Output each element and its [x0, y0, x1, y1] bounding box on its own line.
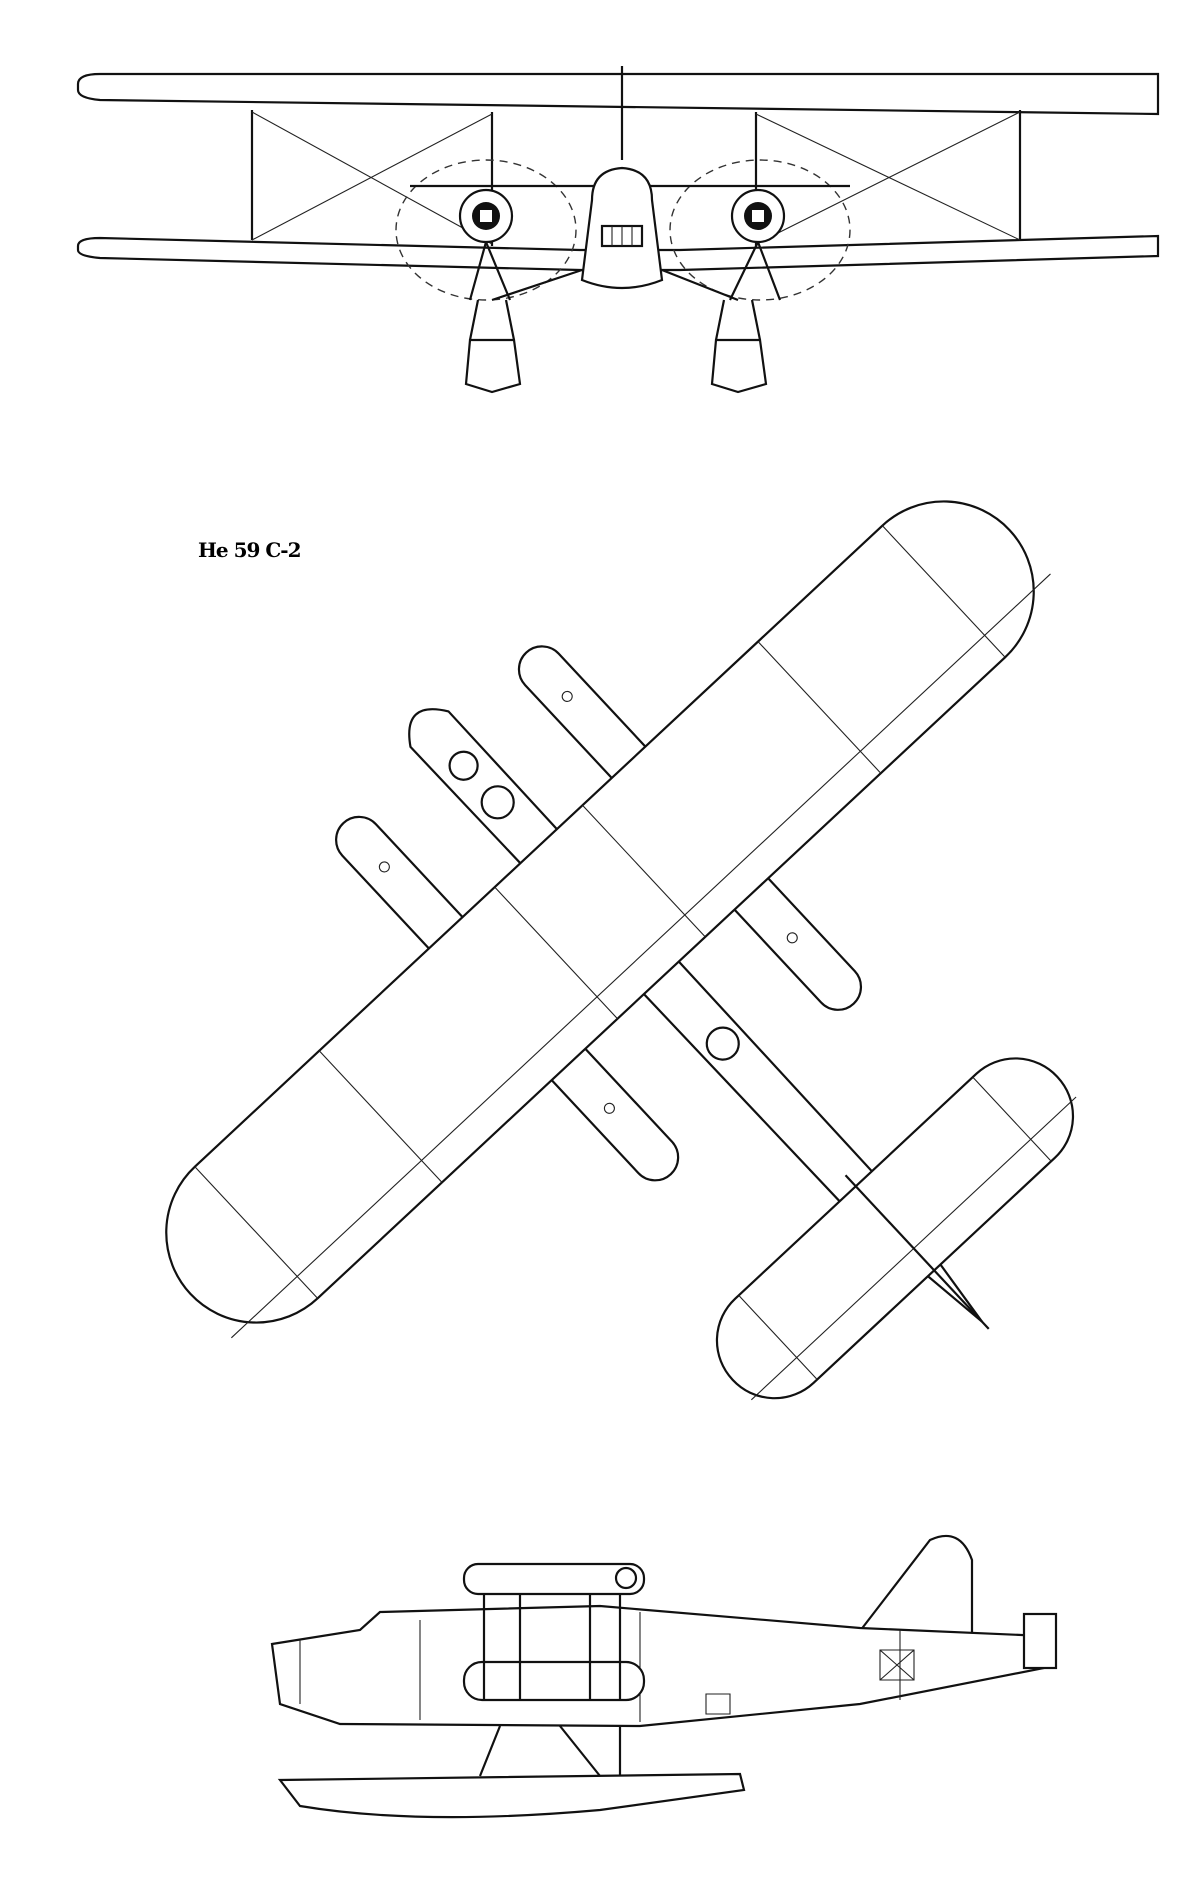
cockpit	[480, 785, 515, 820]
side-tail-fin	[847, 1534, 974, 1652]
front-upper-wing	[76, 72, 1160, 116]
float-left-front	[464, 338, 522, 394]
float-right-front	[710, 338, 768, 394]
side-rudder	[1022, 1612, 1058, 1670]
dorsal-gun-position	[705, 1026, 740, 1061]
engine-left	[458, 188, 514, 244]
gun-position	[448, 750, 479, 781]
top-view	[165, 500, 1077, 1401]
propeller-arc	[669, 159, 851, 301]
engine-right	[730, 188, 786, 244]
aircraft-designation-label: He 59 C-2	[198, 538, 302, 562]
front-view	[76, 66, 1160, 394]
side-gun	[614, 1566, 638, 1590]
propeller-arc	[395, 159, 577, 301]
top-wing	[165, 500, 1035, 1324]
side-top-wing	[462, 1562, 646, 1596]
side-float	[277, 1772, 746, 1819]
side-upper-wing	[462, 1660, 646, 1702]
top-fin	[844, 1174, 990, 1330]
side-view	[270, 1534, 1058, 1819]
